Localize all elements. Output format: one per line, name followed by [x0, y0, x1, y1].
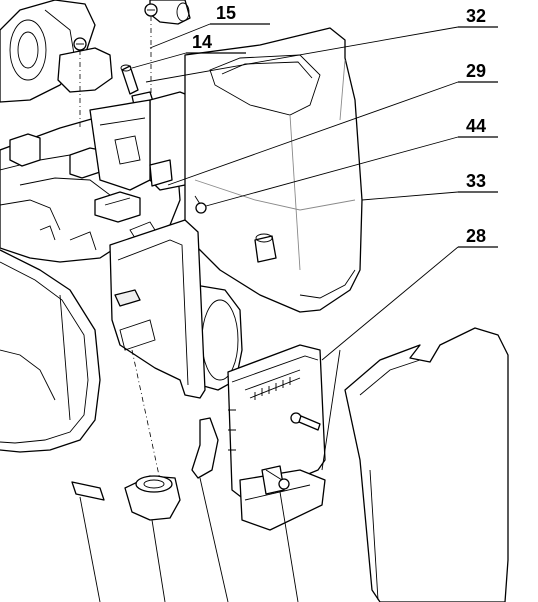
callout-44: 44	[205, 116, 498, 207]
pump-holder	[124, 475, 181, 521]
callout-14: 14	[131, 32, 246, 69]
callout-29: 29	[167, 61, 498, 186]
drip-tray-housing	[0, 249, 101, 453]
callout-33-label: 33	[466, 171, 486, 191]
callout-15-label: 15	[216, 3, 236, 23]
electronic-board-28	[227, 344, 326, 531]
screw-44	[194, 195, 207, 214]
callout-44-label: 44	[466, 116, 486, 136]
screw-top-left	[73, 37, 87, 130]
screw-top-center	[144, 3, 158, 110]
callout-32-label: 32	[466, 6, 486, 26]
screw-board-upper	[290, 412, 321, 431]
side-panel	[109, 219, 206, 481]
callout-15: 15	[149, 3, 270, 49]
callout-28: 28	[321, 226, 498, 471]
callout-33: 33	[361, 171, 498, 201]
clip-small	[71, 481, 105, 501]
lever-part	[191, 417, 219, 479]
callout-29-label: 29	[466, 61, 486, 81]
screw-board-lower	[265, 469, 290, 490]
front-cover-panel	[344, 327, 509, 602]
callout-14-label: 14	[192, 32, 212, 52]
callout-28-label: 28	[466, 226, 486, 246]
leader-lines-bottom	[79, 477, 299, 602]
grinder-assembly	[0, 0, 191, 103]
callout-32: 32	[145, 6, 498, 83]
water-tank-33	[184, 27, 363, 313]
